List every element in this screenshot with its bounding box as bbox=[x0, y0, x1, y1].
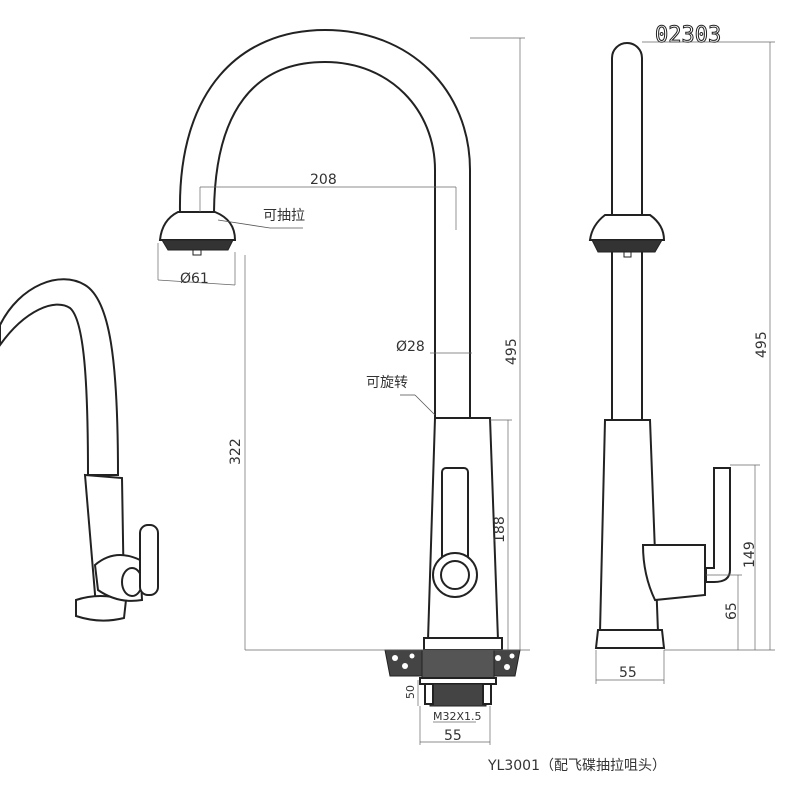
side-dimensions: 495 149 65 55 bbox=[595, 41, 775, 684]
dim-spout-reach: 208 bbox=[310, 172, 337, 188]
dim-tube-diameter: Ø28 bbox=[396, 339, 425, 355]
label-pull-out: 可抽拉 bbox=[263, 208, 305, 224]
dim-shank-length: 50 bbox=[404, 685, 417, 699]
dim-shank-width: 55 bbox=[444, 728, 462, 744]
front-dimensions: 208 可抽拉 Ø61 322 Ø28 可旋转 495 188 50 M32X1… bbox=[157, 37, 530, 745]
perspective-faucet-view bbox=[0, 278, 159, 622]
dim-side-height: 495 bbox=[754, 331, 770, 358]
dim-side-handle-height: 149 bbox=[742, 541, 758, 568]
dim-thread: M32X1.5 bbox=[433, 710, 482, 723]
side-faucet-view bbox=[588, 42, 731, 649]
dim-side-hub-height: 65 bbox=[724, 602, 740, 620]
front-faucet-view bbox=[158, 28, 521, 707]
dim-spout-clearance: 322 bbox=[228, 438, 244, 465]
drawing-code: 02303 bbox=[655, 23, 721, 48]
dim-side-base-width: 55 bbox=[619, 665, 637, 681]
dim-head-diameter: Ø61 bbox=[180, 271, 209, 287]
dim-front-height: 495 bbox=[504, 338, 520, 365]
dim-body-height: 188 bbox=[492, 516, 508, 543]
drawing-title: YL3001（配飞碟抽拉咀头） bbox=[487, 758, 666, 774]
label-rotatable: 可旋转 bbox=[366, 375, 408, 391]
